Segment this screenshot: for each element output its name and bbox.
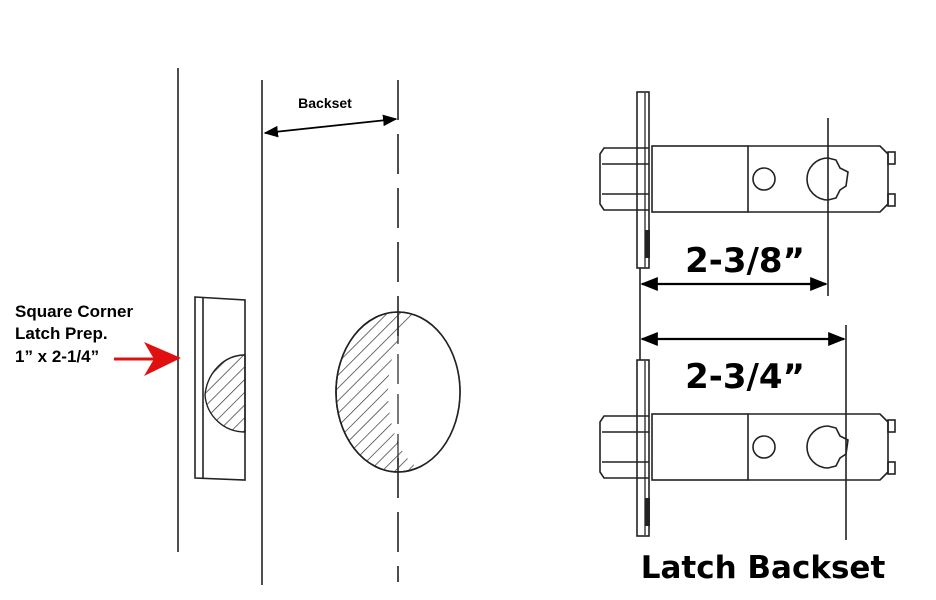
backset-label: Backset [298,95,352,111]
short-dimension-label: 2-3/8” [685,241,805,281]
bore-hole [335,311,461,473]
red-arrow-icon [114,342,181,376]
long-dimension-label: 2-3/4” [685,357,805,397]
latch-prep-line2: Latch Prep. [15,324,108,343]
backset-arrow [263,114,398,138]
latch-prep-plate [194,296,246,481]
latch-prep-line1: Square Corner [15,302,133,321]
caption: Latch Backset [641,550,886,586]
latch-hole-hatched [204,354,246,433]
latch-prep-line3: 1” x 2-1/4” [15,347,99,366]
